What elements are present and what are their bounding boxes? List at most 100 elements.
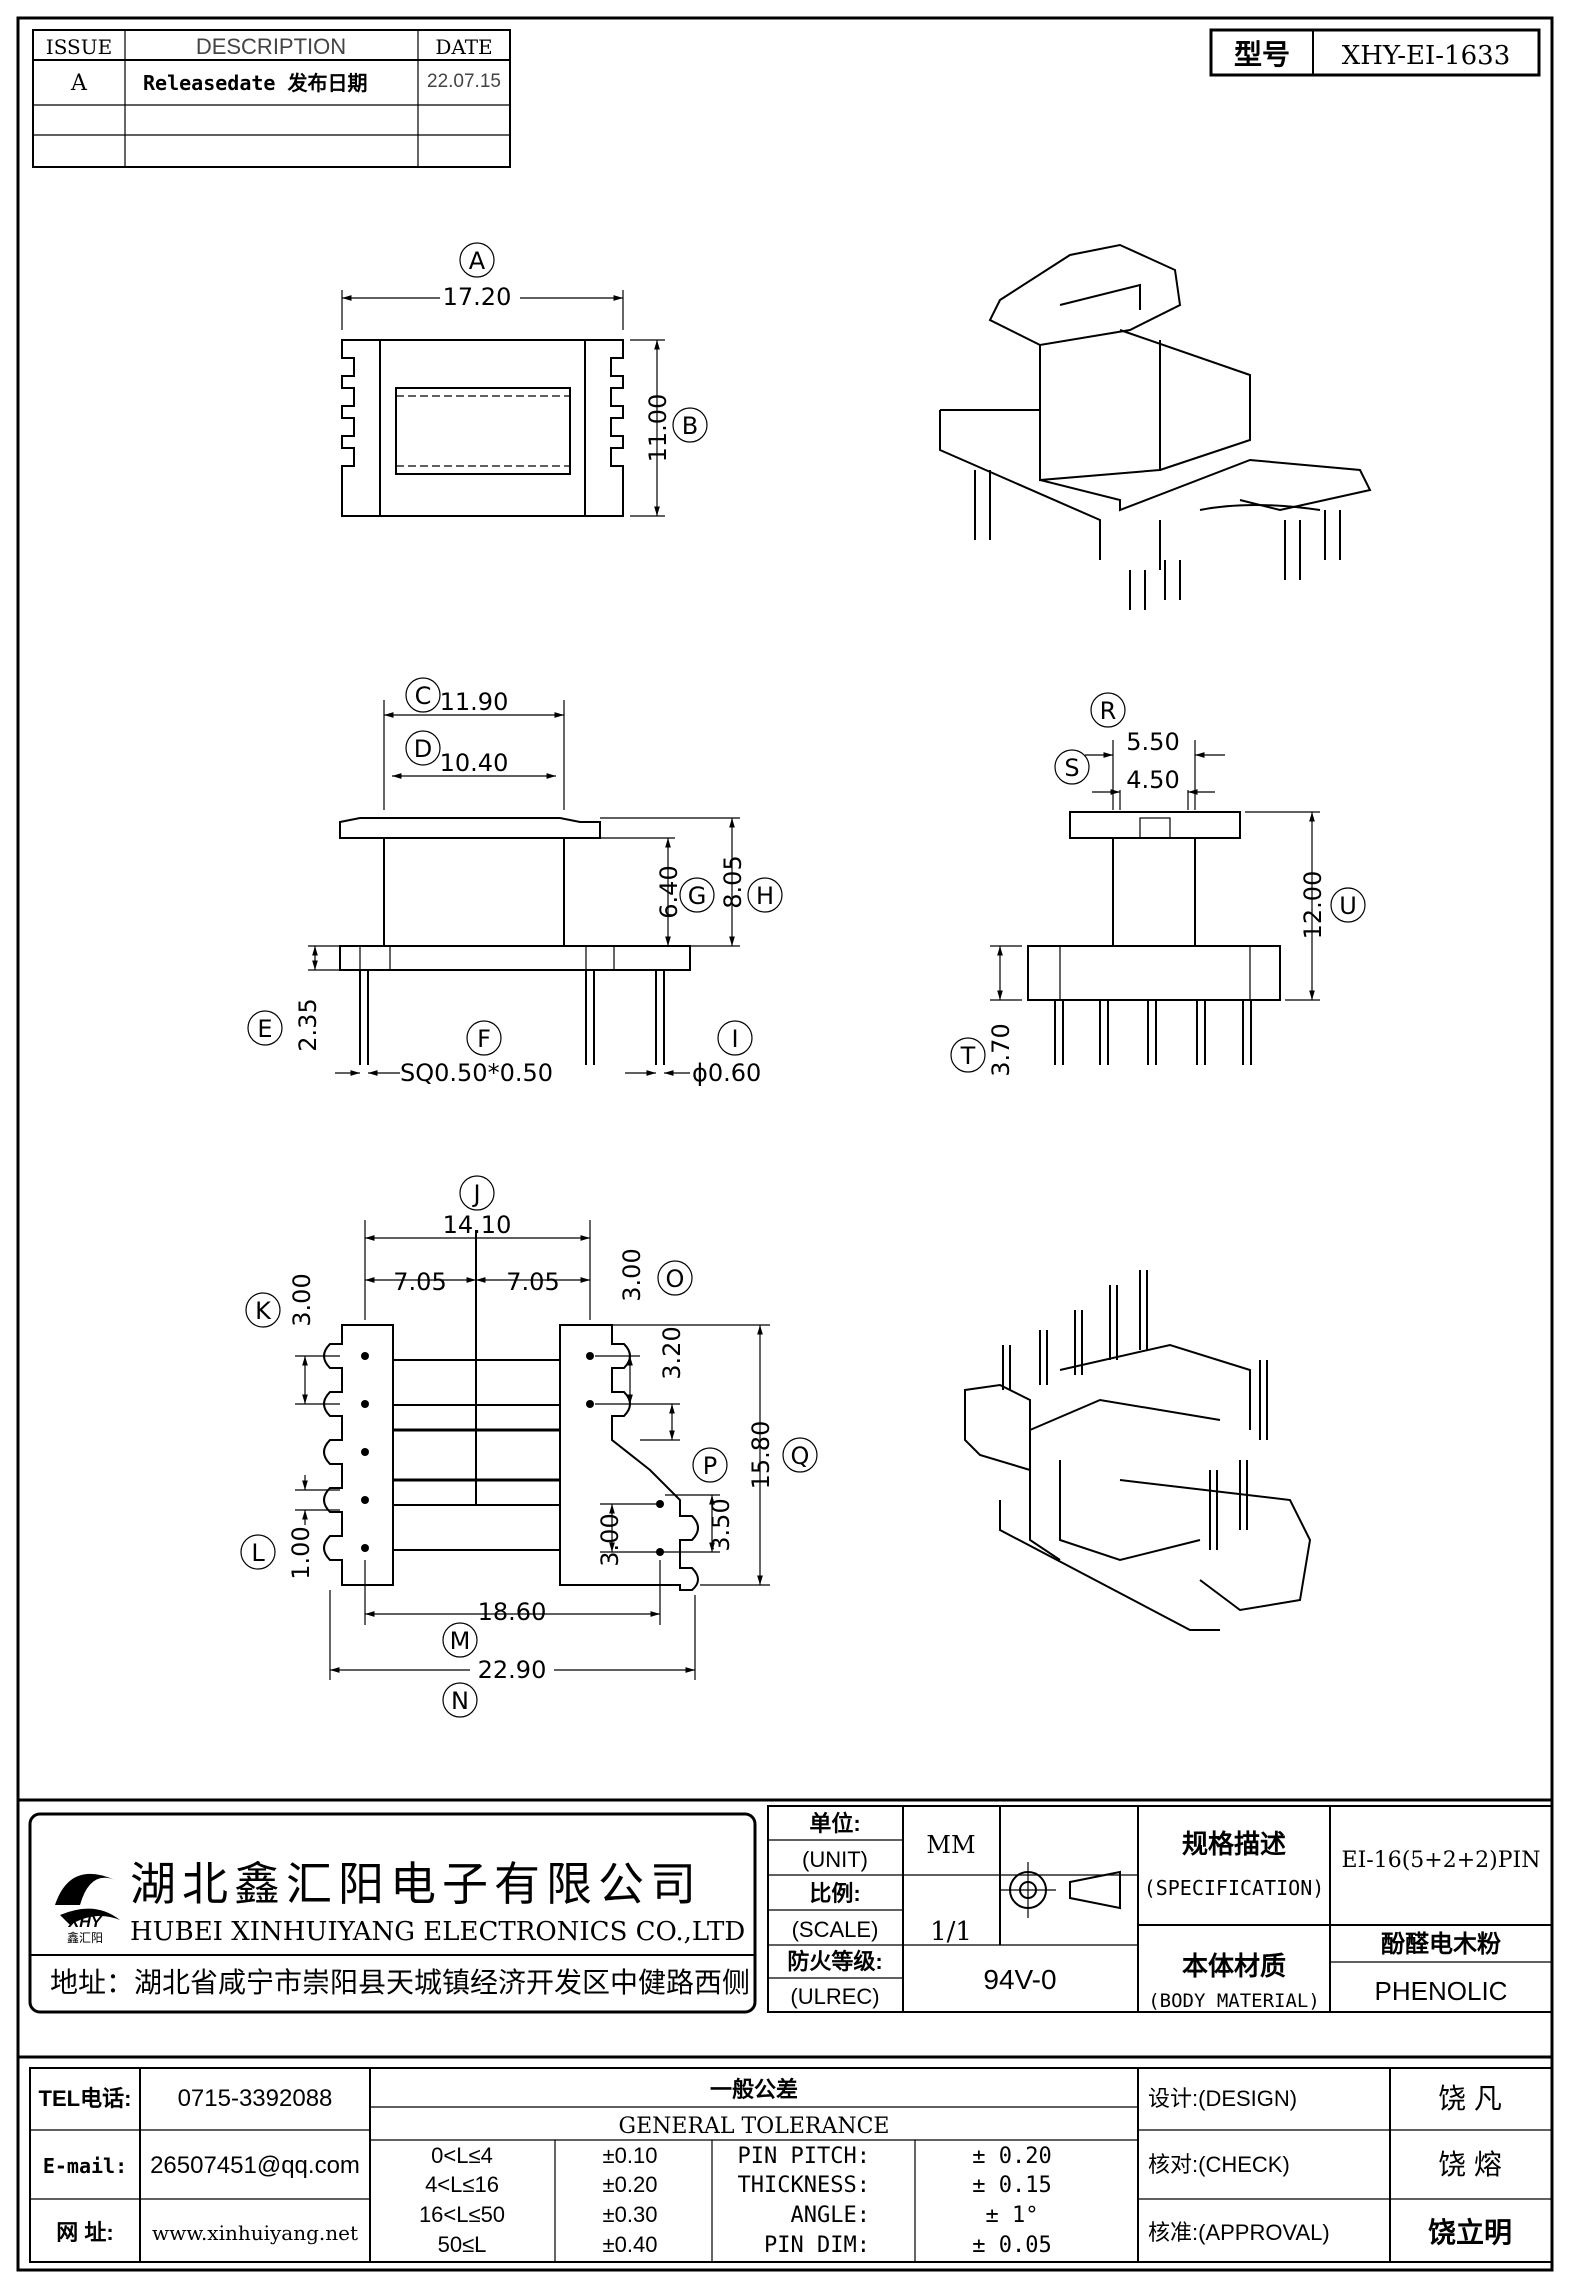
balloon-t: T bbox=[950, 1037, 986, 1073]
model-number: XHY-EI-1633 bbox=[1342, 41, 1510, 71]
tol-range-4: 50≤L bbox=[438, 2232, 487, 2257]
material-value-cn: 酚醛电木粉 bbox=[1381, 1931, 1501, 1958]
design-name: 饶 凡 bbox=[1438, 2083, 1502, 2114]
unit-label-en: (UNIT) bbox=[802, 1847, 868, 1872]
balloon-f: F bbox=[466, 1020, 502, 1056]
dim-half-right: 7.05 bbox=[506, 1268, 559, 1296]
revision-table: ISSUE DESCRIPTION DATE A Releasedate 发布日… bbox=[32, 29, 511, 168]
dim-b-value: 11.00 bbox=[644, 394, 672, 463]
balloon-b: B bbox=[672, 407, 708, 443]
dim-r-value: 5.50 bbox=[1126, 728, 1179, 756]
tol-value-4: ±0.40 bbox=[603, 2232, 658, 2257]
material-label-cn: 本体材质 bbox=[1182, 1951, 1286, 1981]
dim-t-value: 3.70 bbox=[987, 1023, 1015, 1076]
rev-header-issue: ISSUE bbox=[46, 35, 112, 59]
bottom-view: 14.10 7.05 7.05 3.00 3.00 3.20 15.80 3.0… bbox=[287, 1211, 775, 1684]
balloon-u: U bbox=[1330, 887, 1366, 923]
balloon-p: P bbox=[692, 1447, 728, 1483]
dim-u-value: 12.00 bbox=[1299, 871, 1327, 940]
web-value: www.xinhuiyang.net bbox=[152, 2221, 358, 2245]
dim-i-value: ϕ0.60 bbox=[692, 1059, 761, 1087]
dim-n-value: 22.90 bbox=[478, 1656, 547, 1684]
tol-item-1: PIN PITCH: bbox=[738, 2144, 870, 2169]
svg-text:B: B bbox=[682, 412, 698, 440]
tol-item-value-2: ± 0.15 bbox=[972, 2173, 1051, 2198]
dim-j-value: 14.10 bbox=[443, 1211, 512, 1239]
projection-symbol bbox=[1000, 1862, 1121, 1918]
company-logo: XHY 鑫汇阳 bbox=[55, 1873, 120, 1945]
side-view: 5.50 4.50 12.00 3.70 bbox=[987, 728, 1327, 1077]
fire-label-cn: 防火等级: bbox=[787, 1949, 882, 1974]
isometric-view-top bbox=[939, 243, 1372, 610]
dim-q-value: 15.80 bbox=[747, 1421, 775, 1490]
svg-text:Q: Q bbox=[791, 1442, 810, 1470]
check-name: 饶 熔 bbox=[1438, 2149, 1502, 2180]
balloon-j: J bbox=[459, 1175, 495, 1211]
check-label: 核对:(CHECK) bbox=[1148, 2152, 1290, 2177]
balloon-e: E bbox=[247, 1010, 283, 1046]
fire-value: 94V-0 bbox=[983, 1964, 1056, 1995]
rev-description-a: Releasedate 发布日期 bbox=[143, 71, 368, 95]
balloon-o: O bbox=[657, 1260, 693, 1296]
balloon-m: M bbox=[442, 1622, 478, 1658]
svg-text:C: C bbox=[415, 682, 432, 710]
balloon-i: I bbox=[717, 1020, 753, 1056]
sheet-border bbox=[16, 16, 1554, 2272]
approval-label: 核准:(APPROVAL) bbox=[1148, 2220, 1330, 2245]
spec-value: EI-16(5+2+2)PIN bbox=[1342, 1848, 1541, 1873]
balloon-s: S bbox=[1054, 749, 1090, 785]
tolerance-title-en: GENERAL TOLERANCE bbox=[619, 2114, 890, 2139]
svg-text:G: G bbox=[688, 882, 707, 910]
material-label-en: (BODY MATERIAL) bbox=[1148, 1990, 1320, 2012]
company-name-en: HUBEI XINHUIYANG ELECTRONICS CO.,LTD bbox=[130, 1917, 745, 1947]
web-label: 网 址: bbox=[56, 2220, 113, 2245]
scale-value: 1/1 bbox=[930, 1917, 972, 1947]
email-label: E-mail: bbox=[43, 2154, 127, 2178]
svg-text:F: F bbox=[477, 1025, 491, 1053]
dim-f-value: SQ0.50*0.50 bbox=[400, 1059, 553, 1087]
company-name-cn: 湖北鑫汇阳电子有限公司 bbox=[130, 1857, 702, 1911]
svg-text:E: E bbox=[257, 1015, 272, 1043]
dim-half-left: 7.05 bbox=[393, 1268, 446, 1296]
tol-range-3: 16<L≤50 bbox=[419, 2202, 505, 2227]
dim-l-value: 1.00 bbox=[287, 1526, 315, 1579]
spec-label-en: (SPECIFICATION) bbox=[1144, 1876, 1325, 1900]
tol-item-2: THICKNESS: bbox=[738, 2173, 870, 2198]
dim-s-value: 4.50 bbox=[1126, 766, 1179, 794]
tol-item-value-3: ± 1° bbox=[986, 2203, 1039, 2228]
balloon-k: K bbox=[245, 1292, 281, 1328]
company-address: 地址：湖北省咸宁市崇阳县天城镇经济开发区中健路西侧 bbox=[50, 1967, 750, 1998]
tol-value-2: ±0.20 bbox=[603, 2172, 658, 2197]
svg-text:R: R bbox=[1100, 697, 1117, 725]
svg-text:D: D bbox=[414, 735, 432, 763]
approval-name: 饶立明 bbox=[1428, 2216, 1512, 2248]
dim-d-value: 10.40 bbox=[440, 749, 509, 777]
svg-text:O: O bbox=[666, 1265, 685, 1293]
dim-e-value: 2.35 bbox=[294, 998, 322, 1051]
svg-text:J: J bbox=[471, 1180, 480, 1208]
svg-text:P: P bbox=[703, 1452, 717, 1480]
svg-text:I: I bbox=[731, 1025, 738, 1053]
svg-text:S: S bbox=[1064, 754, 1079, 782]
dim-c-value: 11.90 bbox=[440, 688, 509, 716]
tol-item-value-1: ± 0.20 bbox=[972, 2144, 1051, 2169]
svg-text:H: H bbox=[756, 882, 774, 910]
dim-g-value: 6.40 bbox=[655, 865, 683, 918]
svg-text:A: A bbox=[469, 247, 486, 275]
svg-text:N: N bbox=[451, 1687, 469, 1715]
tol-range-2: 4<L≤16 bbox=[425, 2172, 499, 2197]
dim-m-value: 18.60 bbox=[478, 1598, 547, 1626]
material-value-en: PHENOLIC bbox=[1375, 1976, 1508, 2006]
tol-value-1: ±0.10 bbox=[603, 2143, 658, 2168]
unit-value: MM bbox=[926, 1831, 975, 1859]
scale-label-cn: 比例: bbox=[809, 1881, 860, 1906]
title-block: XHY 鑫汇阳 湖北鑫汇阳电子有限公司 HUBEI XINHUIYANG ELE… bbox=[18, 1798, 1553, 2263]
balloon-r: R bbox=[1090, 692, 1126, 728]
dim-o-value: 3.00 bbox=[618, 1248, 646, 1301]
tel-value: 0715-3392088 bbox=[178, 2085, 333, 2112]
svg-text:L: L bbox=[251, 1539, 265, 1567]
rev-header-date: DATE bbox=[435, 35, 492, 59]
balloon-l: L bbox=[240, 1534, 276, 1570]
top-view: 17.20 11.00 bbox=[341, 282, 672, 517]
